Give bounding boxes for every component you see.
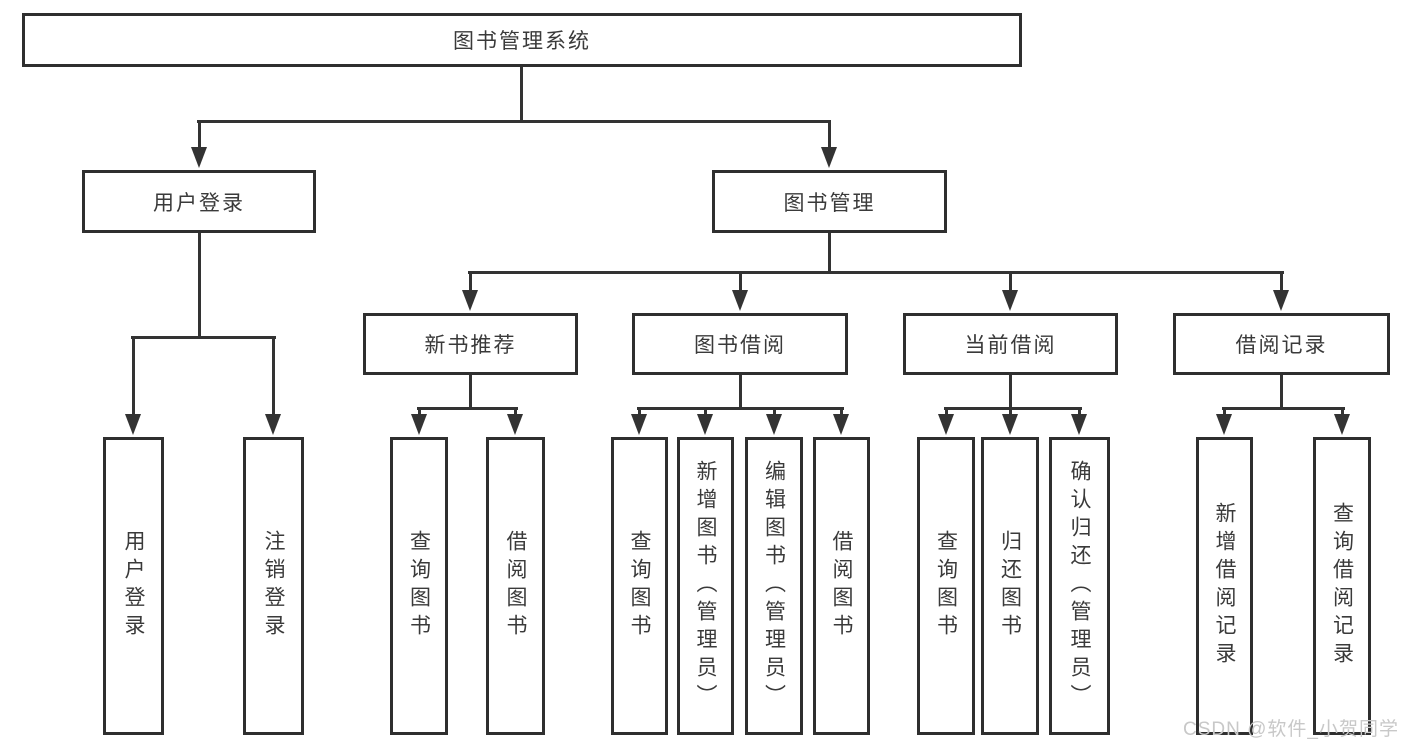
- connector-line: [520, 67, 523, 123]
- node-current-borrow: 当前借阅: [903, 313, 1118, 375]
- node-label: 新书推荐: [424, 334, 517, 357]
- connector-line: [469, 375, 472, 410]
- node-label: 查询图书: [628, 530, 651, 642]
- node-label: 查询借阅记录: [1330, 502, 1354, 670]
- node-label: 查询图书: [934, 530, 958, 642]
- connector-line: [638, 407, 641, 416]
- leaf-logout: 注销登录: [243, 437, 304, 735]
- connector-line: [197, 120, 831, 123]
- node-label: 查询图书: [407, 530, 431, 642]
- arrow-down-icon: [938, 414, 954, 435]
- leaf-query-books-1: 查询图书: [390, 437, 448, 735]
- connector-line: [131, 336, 276, 339]
- connector-line: [1009, 271, 1012, 292]
- leaf-query-books-3: 查询图书: [917, 437, 975, 735]
- node-label: 图书管理: [783, 191, 876, 215]
- node-label: 图书管理系统: [453, 30, 591, 53]
- node-root: 图书管理系统: [22, 13, 1022, 67]
- leaf-confirm-return-admin: 确认归还（管理员）: [1049, 437, 1110, 735]
- node-label: 用户登录: [122, 530, 145, 642]
- node-label: 借阅图书: [504, 530, 527, 642]
- leaf-query-books-2: 查询图书: [611, 437, 668, 735]
- connector-line: [1223, 407, 1226, 416]
- leaf-borrow-books-2: 借阅图书: [813, 437, 870, 735]
- node-book-borrow: 图书借阅: [632, 313, 848, 375]
- connector-line: [637, 407, 844, 410]
- connector-line: [468, 271, 1284, 274]
- arrow-down-icon: [125, 414, 141, 435]
- node-new-book-recommend: 新书推荐: [363, 313, 578, 375]
- node-label: 借阅记录: [1235, 334, 1328, 357]
- arrow-down-icon: [1071, 414, 1087, 435]
- csdn-watermark: CSDN @软件_小贺同学: [1183, 719, 1399, 740]
- connector-line: [514, 407, 517, 416]
- arrow-down-icon: [507, 414, 523, 435]
- node-label: 新增借阅记录: [1213, 502, 1236, 670]
- connector-line: [739, 271, 742, 292]
- arrow-down-icon: [1002, 290, 1018, 311]
- connector-line: [1280, 271, 1283, 292]
- node-label: 确认归还（管理员）: [1068, 460, 1091, 712]
- connector-line: [704, 407, 707, 416]
- connector-line: [198, 120, 201, 149]
- connector-line: [1009, 375, 1012, 410]
- arrow-down-icon: [631, 414, 647, 435]
- leaf-add-book-admin: 新增图书（管理员）: [677, 437, 734, 735]
- arrow-down-icon: [1334, 414, 1350, 435]
- leaf-edit-book-admin: 编辑图书（管理员）: [745, 437, 803, 735]
- node-label: 用户登录: [153, 191, 245, 215]
- connector-line: [1341, 407, 1344, 416]
- leaf-user-login: 用户登录: [103, 437, 164, 735]
- leaf-add-borrow-record: 新增借阅记录: [1196, 437, 1253, 735]
- connector-line: [418, 407, 421, 416]
- arrow-down-icon: [1002, 414, 1018, 435]
- connector-line: [945, 407, 948, 416]
- node-user-login: 用户登录: [82, 170, 316, 233]
- connector-line: [828, 233, 831, 274]
- connector-line: [1222, 407, 1345, 410]
- connector-line: [1078, 407, 1081, 416]
- connector-line: [828, 120, 831, 149]
- node-label: 新增图书（管理员）: [694, 460, 717, 712]
- connector-line: [1280, 375, 1283, 410]
- arrow-down-icon: [265, 414, 281, 435]
- arrow-down-icon: [732, 290, 748, 311]
- connector-line: [840, 407, 843, 416]
- connector-line: [272, 336, 275, 416]
- node-label: 编辑图书（管理员）: [762, 460, 786, 712]
- node-label: 图书借阅: [694, 334, 786, 357]
- node-borrow-records: 借阅记录: [1173, 313, 1390, 375]
- connector-line: [773, 407, 776, 416]
- arrow-down-icon: [821, 147, 837, 168]
- arrow-down-icon: [411, 414, 427, 435]
- connector-line: [1009, 407, 1012, 416]
- arrow-down-icon: [833, 414, 849, 435]
- connector-line: [198, 233, 201, 339]
- connector-line: [417, 407, 518, 410]
- arrow-down-icon: [697, 414, 713, 435]
- arrow-down-icon: [462, 290, 478, 311]
- connector-line: [132, 336, 135, 416]
- leaf-borrow-books-1: 借阅图书: [486, 437, 545, 735]
- arrow-down-icon: [1273, 290, 1289, 311]
- connector-line: [739, 375, 742, 410]
- arrow-down-icon: [1216, 414, 1232, 435]
- arrow-down-icon: [191, 147, 207, 168]
- node-label: 借阅图书: [830, 530, 853, 642]
- node-label: 归还图书: [998, 530, 1022, 642]
- arrow-down-icon: [766, 414, 782, 435]
- node-label: 注销登录: [262, 530, 285, 642]
- node-label: 当前借阅: [964, 334, 1057, 357]
- node-book-management: 图书管理: [712, 170, 947, 233]
- leaf-query-borrow-record: 查询借阅记录: [1313, 437, 1371, 735]
- connector-line: [944, 407, 1082, 410]
- leaf-return-book: 归还图书: [981, 437, 1039, 735]
- connector-line: [469, 271, 472, 292]
